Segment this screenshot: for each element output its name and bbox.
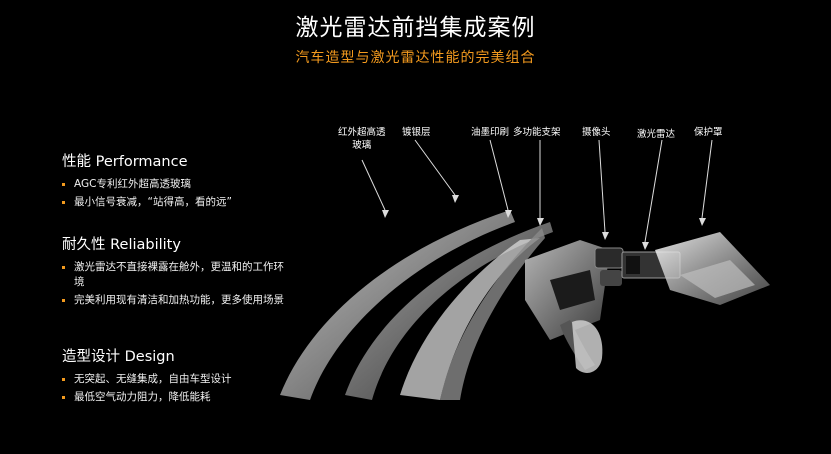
label-ir-glass-line2: 玻璃 (352, 140, 372, 151)
label-ir-glass-line1: 红外超高透 (338, 127, 386, 138)
section-heading: 性能 Performance (62, 154, 188, 170)
label-ir-glass: 红外超高透 玻璃 (338, 126, 386, 152)
bullet-item: 激光雷达不直接裸露在舱外，更温和的工作环境 (62, 260, 292, 290)
bullet-item: 完美利用现有清洁和加热功能，更多使用场景 (62, 293, 292, 308)
section-design: 造型设计 Design 无突起、无缝集成，自由车型设计 最低空气动力阻力，降低能… (62, 345, 292, 408)
page-subtitle: 汽车造型与激光雷达性能的完美组合 (295, 50, 536, 66)
label-camera: 摄像头 (582, 127, 611, 138)
camera-part (594, 247, 624, 269)
section-heading: 造型设计 Design (62, 349, 175, 365)
bullet-item: AGC专利红外超高透玻璃 (62, 177, 292, 192)
section-performance: 性能 Performance AGC专利红外超高透玻璃 最小信号衰减，“站得高，… (62, 150, 292, 213)
label-bracket: 多功能支架 (513, 127, 561, 138)
label-lidar: 激光雷达 (637, 129, 676, 140)
exploded-view-diagram: 红外超高透 玻璃 镀银层 油墨印刷 多功能支架 摄像头 激光雷达 保护罩 (250, 110, 830, 410)
bullet-item: 无突起、无缝集成，自由车型设计 (62, 372, 292, 387)
bullet-item: 最小信号衰减，“站得高，看的远” (62, 195, 292, 210)
section-reliability: 耐久性 Reliability 激光雷达不直接裸露在舱外，更温和的工作环境 完美… (62, 233, 292, 311)
page-title: 激光雷达前挡集成案例 (295, 15, 536, 41)
diagram-illustration (280, 139, 770, 400)
bullet-item: 最低空气动力阻力，降低能耗 (62, 390, 292, 405)
ink-print-frame (440, 228, 545, 400)
ink-print-layer (400, 238, 540, 400)
lower-bracket-part (572, 320, 603, 373)
label-silver-coating: 镀银层 (402, 127, 431, 138)
label-cover: 保护罩 (694, 127, 723, 138)
windshield-glass-layer (280, 210, 515, 400)
section-heading: 耐久性 Reliability (62, 237, 181, 253)
label-ink-print: 油墨印刷 (471, 127, 510, 138)
